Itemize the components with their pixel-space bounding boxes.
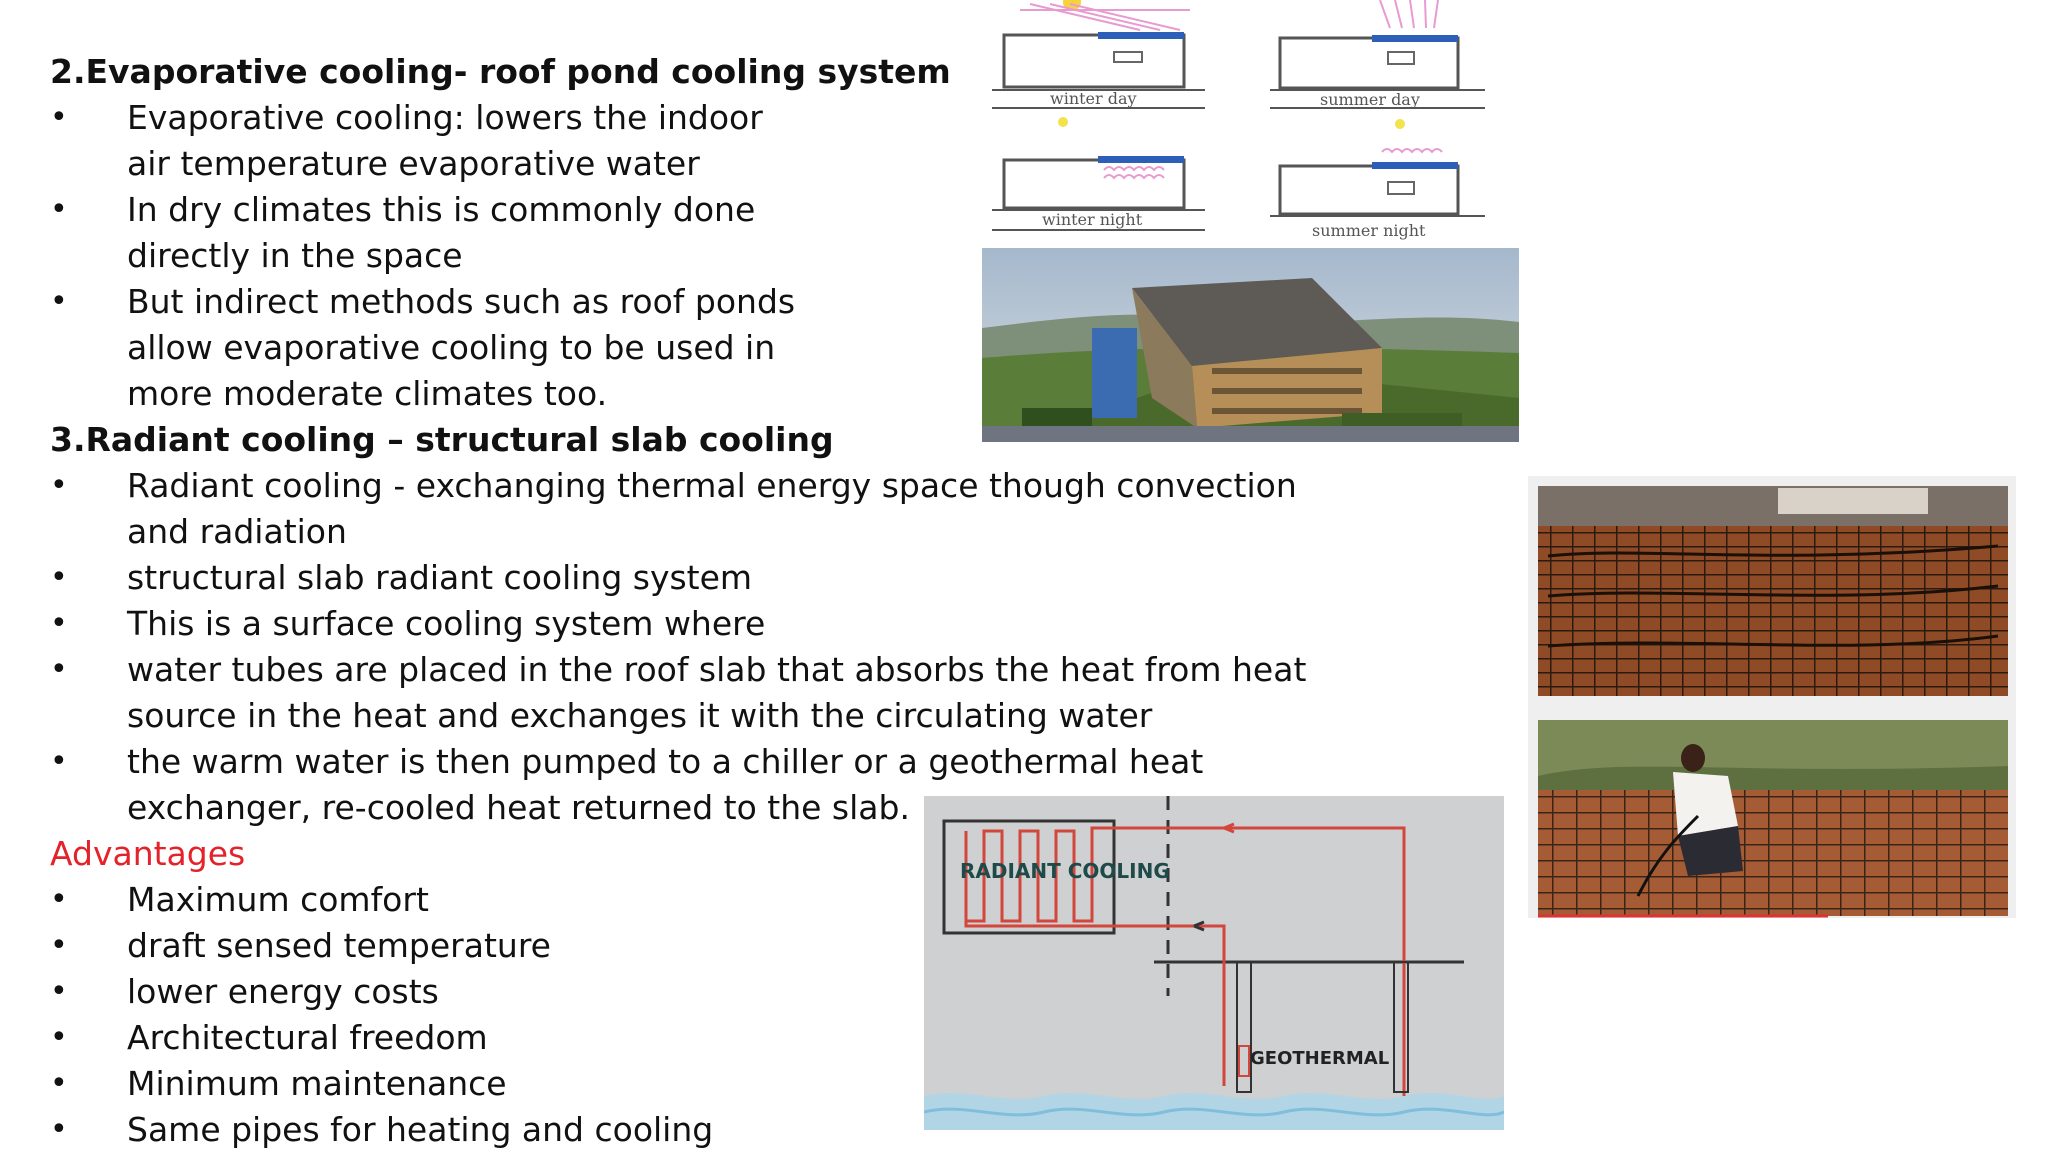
radiant-item-4-line-2: source in the heat and exchanges it with… — [127, 696, 1153, 735]
evap-item-3-line-1: But indirect methods such as roof ponds — [127, 282, 796, 321]
panel-winter-day: winter day — [992, 0, 1205, 127]
bullet-marker: • — [50, 652, 68, 687]
geothermal-label: GEOTHERMAL — [1250, 1048, 1389, 1069]
evap-item-1-line-1: Evaporative cooling: lowers the indoor — [127, 98, 763, 137]
evap-item-2-line-1: In dry climates this is commonly done — [127, 190, 756, 229]
panel-winter-night: winter night — [992, 156, 1205, 231]
radiant-geothermal-diagram: RADIANT COOLING GEOTHERMAL — [924, 796, 1504, 1130]
evap-item-3-line-3: more moderate climates too. — [127, 374, 608, 413]
bullet-marker: • — [50, 100, 68, 135]
slab-tubes-photos — [1528, 476, 2016, 918]
bullet-marker: • — [50, 1020, 68, 1055]
summer-day-label: summer day — [1320, 90, 1420, 109]
evap-item-2-line-2: directly in the space — [127, 236, 463, 275]
panel-summer-night: summer night — [1270, 148, 1485, 240]
radiant-cooling-label: RADIANT COOLING — [960, 859, 1170, 883]
radiant-item-1-line-1: Radiant cooling - exchanging thermal ene… — [127, 466, 1297, 505]
advantage-item-6: Same pipes for heating and cooling — [127, 1110, 714, 1149]
radiant-item-1-line-2: and radiation — [127, 512, 347, 551]
bullet-marker: • — [50, 1066, 68, 1101]
heading-radiant-cooling: 3.Radiant cooling – structural slab cool… — [50, 420, 834, 459]
advantage-item-4: Architectural freedom — [127, 1018, 488, 1057]
advantage-item-5: Minimum maintenance — [127, 1064, 507, 1103]
radiant-item-2-line-1: structural slab radiant cooling system — [127, 558, 753, 597]
worker-laying-pipes-photo — [1538, 720, 2008, 918]
bullet-marker: • — [50, 192, 68, 227]
bullet-marker: • — [50, 882, 68, 917]
bullet-marker: • — [50, 1112, 68, 1147]
radiant-item-5-line-1: the warm water is then pumped to a chill… — [127, 742, 1204, 781]
radiant-item-4-line-1: water tubes are placed in the roof slab … — [127, 650, 1307, 689]
roof-pond-house-photo — [982, 248, 1519, 442]
bullet-marker: • — [50, 974, 68, 1009]
winter-day-label: winter day — [1050, 89, 1137, 108]
advantage-item-1: Maximum comfort — [127, 880, 429, 919]
advantage-item-2: draft sensed temperature — [127, 926, 551, 965]
bullet-marker: • — [50, 284, 68, 319]
bullet-marker: • — [50, 606, 68, 641]
evap-item-1-line-2: air temperature evaporative water — [127, 144, 700, 183]
panel-summer-day: summer day — [1270, 0, 1485, 129]
radiant-item-3-line-1: This is a surface cooling system where — [127, 604, 766, 643]
roof-pond-diagram: winter day summer day winter night — [990, 0, 1490, 240]
rebar-slab-photo — [1538, 486, 2008, 696]
bullet-marker: • — [50, 468, 68, 503]
advantage-item-3: lower energy costs — [127, 972, 439, 1011]
bullet-marker: • — [50, 928, 68, 963]
evap-item-3-line-2: allow evaporative cooling to be used in — [127, 328, 776, 367]
bullet-marker: • — [50, 744, 68, 779]
heading-advantages: Advantages — [50, 834, 246, 873]
summer-night-label: summer night — [1312, 221, 1426, 240]
radiant-item-5-line-2: exchanger, re-cooled heat returned to th… — [127, 788, 910, 827]
heading-evaporative-cooling: 2.Evaporative cooling- roof pond cooling… — [50, 52, 951, 91]
winter-night-label: winter night — [1042, 210, 1143, 229]
bullet-marker: • — [50, 560, 68, 595]
